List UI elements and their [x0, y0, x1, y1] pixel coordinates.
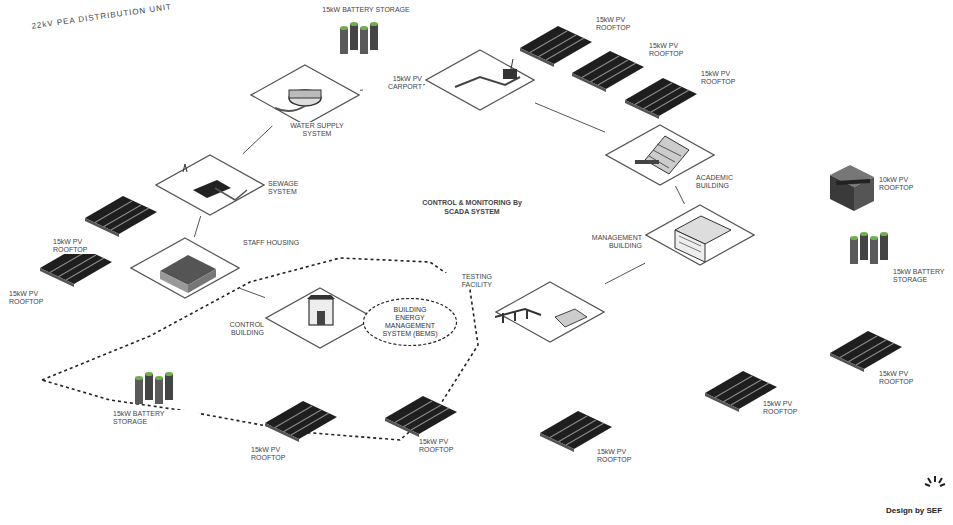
site-label: WATER SUPPLY SYSTEM [285, 122, 349, 138]
equipment-label: 15kW PV ROOFTOP [250, 446, 312, 462]
site-tile: SEWAGE SYSTEM [155, 154, 265, 216]
center-note: CONTROL & MONITORING By SCADA SYSTEM [415, 198, 529, 216]
equipment-label: 15kW PV ROOFTOP [700, 70, 760, 86]
equipment-label: 15kW PV ROOFTOP [878, 370, 940, 386]
equipment-label: 10kW PV ROOFTOP [878, 176, 940, 192]
tile-outline [130, 237, 240, 299]
equipment-label: 15kW PV ROOFTOP [595, 16, 655, 32]
connector-line [243, 126, 273, 154]
tile-outline [265, 287, 375, 349]
site-tile: CONTROL BUILDING [265, 287, 375, 349]
site-label: ACADEMIC BUILDING [695, 174, 753, 190]
tile-outline [425, 49, 535, 111]
equipment-label: 15kW BATTERY STORAGE [112, 410, 198, 426]
connector-line [676, 186, 685, 204]
site-label: STAFF HOUSING [242, 239, 302, 247]
site-label: 15kW PV CARPORT [363, 75, 423, 91]
bems-ellipse: BUILDING ENERGY MANAGEMENT SYSTEM (BEMS) [362, 297, 458, 347]
site-label: SEWAGE SYSTEM [267, 180, 327, 196]
site-tile: ACADEMIC BUILDING [605, 124, 715, 186]
equipment-label: 15kW PV ROOFTOP [762, 400, 824, 416]
equipment-label: 15kW PV ROOFTOP [596, 448, 658, 464]
equipment-label: 15kW PV ROOFTOP [8, 290, 66, 306]
tile-outline [645, 204, 755, 266]
equipment-label: 15kW PV ROOFTOP [648, 42, 708, 58]
equipment-label: 15kW BATTERY STORAGE [892, 268, 950, 284]
site-tile: TESTING FACILITY [495, 281, 605, 343]
connector-line [240, 288, 265, 297]
site-tile: WATER SUPPLY SYSTEM [250, 64, 360, 126]
site-label: MANAGEMENT BUILDING [587, 234, 643, 250]
site-tile: STAFF HOUSING [130, 237, 240, 299]
node-title: BUILDING ENERGY MANAGEMENT SYSTEM (BEMS) [362, 306, 458, 338]
site-label: TESTING FACILITY [437, 273, 493, 289]
equipment-label: 15kW PV ROOFTOP [52, 238, 114, 254]
tile-outline [495, 281, 605, 343]
logo [925, 476, 945, 486]
tile-outline [155, 154, 265, 216]
equipment-label: 15kW PV ROOFTOP [418, 438, 480, 454]
connector-line [535, 103, 605, 132]
site-tile: 15kW PV CARPORT [425, 49, 535, 111]
connector-line [194, 216, 200, 237]
site-tile: MANAGEMENT BUILDING [645, 204, 755, 266]
equipment-label: Design by SEF [885, 506, 951, 516]
site-label: CONTROL BUILDING [213, 321, 265, 337]
bems-region [42, 258, 478, 440]
equipment-label: 15kW BATTERY STORAGE [320, 6, 412, 14]
connector-line [605, 263, 645, 284]
diagram-title: 22kV PEA DISTRIBUTION UNIT [30, 0, 202, 32]
tile-outline [250, 64, 360, 126]
